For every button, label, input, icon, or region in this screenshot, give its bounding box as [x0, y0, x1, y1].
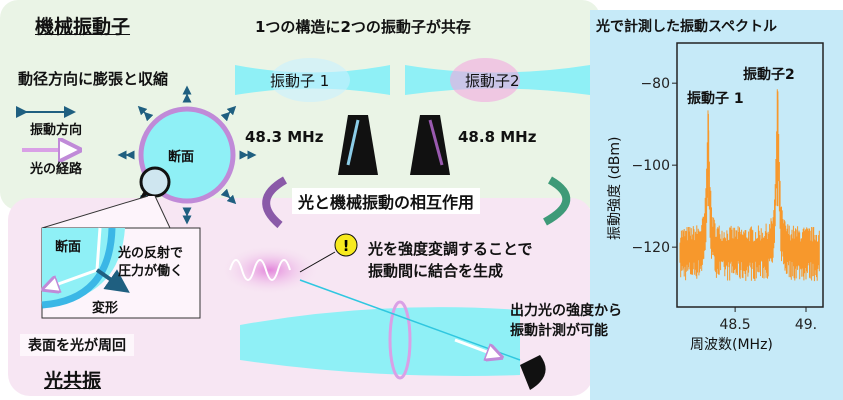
photodetector-icon	[520, 355, 546, 390]
y-tick-label: −120	[632, 240, 670, 256]
interaction-label: 光と機械振動の相互作用	[292, 188, 481, 214]
optical-resonator-body	[240, 307, 520, 376]
spectrum-trace	[679, 89, 820, 282]
surface-label: 表面を光が周回	[20, 334, 134, 356]
freq2-label: 48.8 MHz	[458, 128, 537, 146]
mechanical-title: 機械振動子	[35, 16, 131, 38]
inset-cross-section-label: 断面	[55, 240, 82, 255]
modulation-line1: 光を強度変調することで	[368, 240, 533, 258]
output-line1: 出力光の強度から	[510, 303, 622, 319]
cross-section-label: 断面	[168, 150, 195, 165]
peak1-label: 振動子 1	[687, 91, 744, 107]
inset-pressure-line2: 圧力が働く	[118, 264, 184, 279]
x-tick-label: 48.5	[720, 317, 751, 333]
light-wave	[229, 259, 291, 281]
mechanical-resonator-panel	[0, 0, 600, 210]
resonator-1-label: 振動子 1	[270, 72, 330, 90]
inset-pressure-line1: 光の反射で	[118, 246, 184, 261]
spectrum-panel	[590, 10, 843, 400]
x-axis-label: 周波数(MHz)	[690, 337, 773, 353]
modulation-line2: 振動間に結合を生成	[368, 262, 504, 280]
inset-cross-section	[42, 227, 201, 319]
optical-title: 光共振	[44, 370, 102, 392]
resonator-2-label: 振動子2	[465, 72, 520, 90]
freq1-label: 48.3 MHz	[245, 128, 324, 146]
interaction-arrow-right	[542, 176, 571, 226]
svg-text:!: !	[343, 237, 350, 255]
spectrum-chart: −80 −100 −120 48.5 49.	[632, 42, 824, 333]
y-tick-label: −80	[640, 76, 670, 92]
peak2-label: 振動子2	[743, 67, 795, 83]
y-axis-label: 振動強度 (dBm)	[607, 136, 623, 240]
exclamation-icon	[334, 233, 358, 257]
light-beam	[299, 279, 521, 361]
x-tick-label: 49.	[795, 317, 817, 333]
legend-vibration: 振動方向	[30, 123, 83, 138]
chart-title: 光で計測した振動スペクトル	[596, 19, 778, 35]
interaction-arrow-left	[262, 176, 288, 229]
legend-light: 光の経路	[30, 162, 83, 177]
coexist-label: 1つの構造に2つの振動子が共存	[255, 18, 471, 36]
pendulum-icon-2	[410, 115, 450, 175]
pendulum-icon-1	[338, 115, 378, 175]
inset-deform-label: 変形	[92, 301, 119, 316]
radial-label: 動径方向に膨張と収縮	[18, 70, 169, 88]
plot-frame	[676, 42, 824, 308]
output-line2: 振動計測が可能	[510, 323, 608, 339]
y-tick-label: −100	[632, 158, 670, 174]
